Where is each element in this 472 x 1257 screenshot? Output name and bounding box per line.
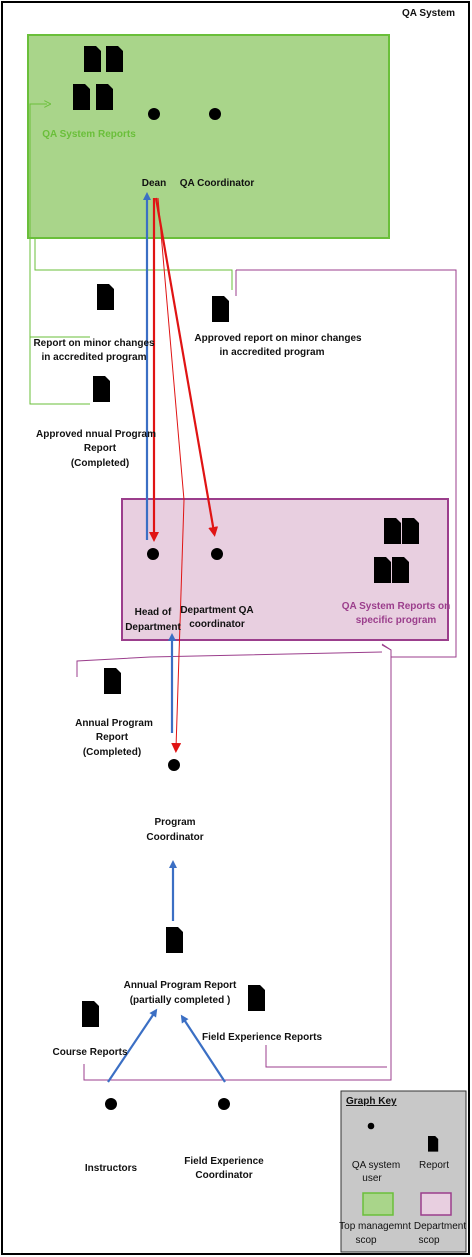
key-report-icon bbox=[428, 1136, 439, 1152]
qa-system-reports-label: QA System Reports bbox=[42, 129, 136, 140]
instructors-label: Instructors bbox=[85, 1163, 138, 1174]
dept-reports-label-1: QA System Reports on bbox=[342, 601, 451, 612]
annual-completed-label-1: Annual Program bbox=[75, 718, 153, 729]
approved-minor-report-icon bbox=[212, 296, 229, 322]
approved-annual-label-3: (Completed) bbox=[71, 458, 129, 469]
approved-annual-report-icon bbox=[93, 376, 110, 402]
annual-completed-report-icon bbox=[104, 668, 121, 694]
blue-flows bbox=[107, 192, 226, 1083]
field-coordinator-label-1: Field Experience bbox=[184, 1156, 264, 1167]
key-report-label: Report bbox=[419, 1160, 449, 1171]
department-qa-label-2: coordinator bbox=[189, 619, 245, 630]
key-dept-label-1: Department bbox=[414, 1221, 466, 1232]
key-top-scope-swatch bbox=[362, 1192, 394, 1216]
course-reports-label: Course Reports bbox=[52, 1047, 127, 1058]
program-coordinator-label-2: Coordinator bbox=[146, 832, 203, 843]
key-user-label-1: QA system bbox=[352, 1160, 400, 1171]
dept-reports-label-2: specific program bbox=[356, 615, 437, 626]
approved-annual-label-2: Report bbox=[84, 443, 117, 454]
program-coordinator-actor bbox=[165, 759, 183, 802]
instructors-actor bbox=[102, 1098, 120, 1141]
qa-coordinator-label: QA Coordinator bbox=[180, 178, 255, 189]
field-experience-coordinator-actor bbox=[215, 1098, 233, 1141]
key-top-label-1: Top managemnt bbox=[339, 1221, 411, 1232]
course-report-icon bbox=[82, 1001, 99, 1027]
diagram-title: QA System bbox=[402, 8, 455, 19]
graph-key-title: Graph Key bbox=[346, 1096, 397, 1107]
purple-connectors bbox=[76, 269, 457, 1081]
minor-changes-label-2: in accredited program bbox=[41, 352, 146, 363]
approved-annual-label-1: Approved nnual Program bbox=[36, 429, 156, 440]
key-top-label-2: scop bbox=[355, 1235, 377, 1246]
annual-completed-label-2: Report bbox=[96, 732, 129, 743]
field-coordinator-label-2: Coordinator bbox=[195, 1170, 252, 1181]
annual-partial-report-icon bbox=[166, 927, 183, 953]
minor-changes-label-1: Report on minor changes bbox=[33, 338, 155, 349]
graph-key: Graph Key QA system user Report Top mana… bbox=[339, 1090, 467, 1253]
minor-changes-report-icon bbox=[97, 284, 114, 310]
field-experience-report-icon bbox=[248, 985, 265, 1011]
annual-completed-label-3: (Completed) bbox=[83, 747, 141, 758]
head-of-department-label-2: Department bbox=[125, 622, 181, 633]
field-experience-reports-label: Field Experience Reports bbox=[202, 1032, 322, 1043]
dean-label: Dean bbox=[142, 178, 166, 189]
program-coordinator-label-1: Program bbox=[154, 817, 195, 828]
department-qa-label-1: Department QA bbox=[180, 605, 253, 616]
approved-minor-label-2: in accredited program bbox=[219, 347, 324, 358]
annual-partial-label-1: Annual Program Report bbox=[124, 980, 237, 991]
key-dept-label-2: scop bbox=[418, 1235, 440, 1246]
head-of-department-label-1: Head of bbox=[135, 607, 172, 618]
key-user-label-2: user bbox=[362, 1173, 382, 1184]
approved-minor-label-1: Approved report on minor changes bbox=[194, 333, 362, 344]
key-dept-scope-swatch bbox=[420, 1192, 452, 1216]
green-connectors bbox=[29, 104, 233, 405]
red-flows bbox=[149, 197, 219, 753]
annual-partial-label-2: (partially completed ) bbox=[130, 995, 231, 1006]
